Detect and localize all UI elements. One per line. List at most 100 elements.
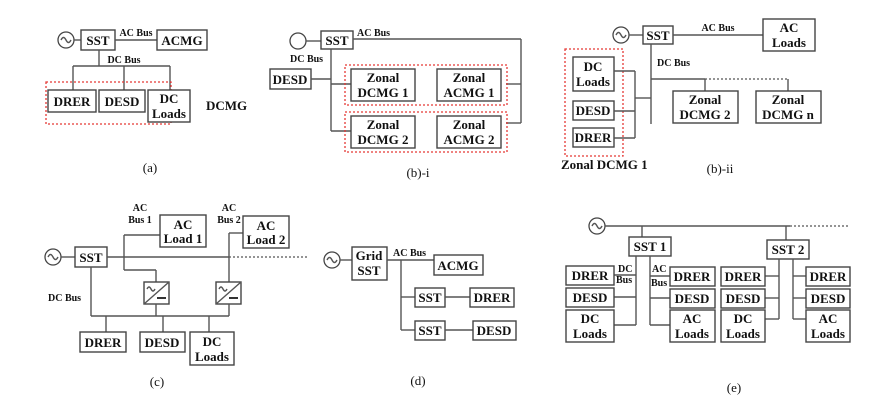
svg-text:DC: DC <box>734 311 753 326</box>
svg-text:Loads: Loads <box>726 326 760 341</box>
desd-box <box>669 288 716 309</box>
desd-box <box>805 288 851 309</box>
caption-c: (c) <box>150 374 164 389</box>
dc-bus-label: Bus <box>616 275 632 286</box>
zonal-acmg-1-box <box>436 68 502 102</box>
dc-loads-box <box>189 331 235 366</box>
svg-text:AC: AC <box>780 20 799 35</box>
zonal-dcmg-1-zone <box>564 48 624 157</box>
svg-text:Zonal: Zonal <box>367 117 400 132</box>
desd-box <box>565 287 615 308</box>
svg-text:Loads: Loads <box>152 106 186 121</box>
dc-loads-box <box>572 56 615 92</box>
svg-text:DRER: DRER <box>474 290 511 305</box>
svg-text:AC: AC <box>652 264 666 275</box>
sine-icon <box>615 31 627 39</box>
svg-text:DCMG 1: DCMG 1 <box>358 85 409 100</box>
dc-bus-label: DC Bus <box>107 55 140 66</box>
diagram-e: SST 1 SST 2 DC Bus DRER DESD DC Loads AC… <box>565 217 851 395</box>
zonal-dcmg-1-box <box>350 68 416 102</box>
svg-text:DESD: DESD <box>726 291 761 306</box>
drer-box <box>720 266 766 287</box>
svg-text:SST: SST <box>79 250 102 265</box>
svg-text:ACMG 1: ACMG 1 <box>444 85 495 100</box>
dc-loads-box <box>720 309 766 343</box>
ac-bus-label: Bus <box>651 278 667 289</box>
drer-box <box>79 331 127 353</box>
svg-text:Zonal: Zonal <box>367 70 400 85</box>
svg-text:SST: SST <box>325 33 348 48</box>
svg-text:DESD: DESD <box>145 335 180 350</box>
sst-box <box>320 30 354 50</box>
desd-box <box>472 320 517 341</box>
acmg-box <box>433 254 484 276</box>
caption-b-i: (b)-i <box>406 165 429 180</box>
caption-e: (e) <box>727 380 741 395</box>
acmg-label: ACMG <box>161 33 202 48</box>
zonal-acmg-2-box <box>436 115 502 149</box>
svg-text:DESD: DESD <box>576 103 611 118</box>
diagram-b-i: SST AC Bus DC Bus DESD Zonal DCMG 1 Zona… <box>269 28 522 180</box>
sine-icon <box>47 253 59 261</box>
diagram-c: SST AC Bus 1 AC Load 1 AC Bus 2 AC Load … <box>44 203 308 389</box>
caption-d: (d) <box>410 373 425 388</box>
svg-text:DRER: DRER <box>572 268 609 283</box>
ac-load-1-box <box>159 214 207 248</box>
svg-text:DESD: DESD <box>573 290 608 305</box>
svg-text:Zonal: Zonal <box>772 92 805 107</box>
svg-text:DESD: DESD <box>477 323 512 338</box>
zonal-dcmg-2-box <box>350 115 416 149</box>
svg-text:Load 2: Load 2 <box>247 232 286 247</box>
drer-box <box>469 287 515 308</box>
svg-text:AC: AC <box>819 311 838 326</box>
sst-2-box <box>766 239 810 260</box>
dc-bus-label: DC Bus <box>48 293 81 304</box>
svg-text:DC: DC <box>203 334 222 349</box>
desd-box <box>98 89 146 113</box>
svg-text:SST 1: SST 1 <box>634 239 667 254</box>
drer-box <box>47 89 97 113</box>
sine-icon <box>60 36 72 44</box>
drer-box <box>565 265 615 286</box>
ac-dc-converter-icon <box>215 281 242 305</box>
ac-bus-label: AC Bus <box>357 28 390 39</box>
ac-loads-box <box>805 309 851 343</box>
zonal-dcmg-1-label: Zonal DCMG 1 <box>561 157 648 172</box>
svg-text:DESD: DESD <box>811 291 846 306</box>
drer-label: DRER <box>54 94 91 109</box>
source-circle-icon <box>289 32 307 50</box>
svg-text:AC: AC <box>257 218 276 233</box>
diagram-d: Grid SST AC Bus ACMG SST DRER SST DESD (… <box>323 246 517 388</box>
svg-text:DESD: DESD <box>273 72 308 87</box>
svg-text:DC: DC <box>584 59 603 74</box>
svg-text:DC: DC <box>160 91 179 106</box>
svg-text:DCMG 2: DCMG 2 <box>680 107 731 122</box>
zone-2 <box>344 111 508 153</box>
ac-bus-label: AC Bus <box>701 23 734 34</box>
svg-text:Loads: Loads <box>195 349 229 364</box>
caption-a: (a) <box>143 160 157 175</box>
svg-text:DCMG 2: DCMG 2 <box>358 132 409 147</box>
dcmg-group-label: DCMG <box>206 98 247 113</box>
svg-text:Loads: Loads <box>576 74 610 89</box>
svg-text:DRER: DRER <box>725 269 762 284</box>
svg-text:SST: SST <box>418 290 441 305</box>
svg-text:SST: SST <box>418 323 441 338</box>
svg-text:DRER: DRER <box>85 335 122 350</box>
desd-label: DESD <box>105 94 140 109</box>
sine-icon <box>326 256 338 264</box>
diagram-a: SST AC Bus ACMG DC Bus DRER DESD DC Load… <box>45 28 247 175</box>
zonal-dcmg-n-box <box>755 90 822 124</box>
ac-load-2-box <box>242 215 290 249</box>
ac-bus-label: AC Bus <box>393 248 426 259</box>
ac-loads-box <box>669 309 716 343</box>
svg-text:Zonal: Zonal <box>689 92 722 107</box>
diagram-b-ii: SST AC Bus AC Loads DC Bus Zonal DCMG 2 … <box>561 18 822 176</box>
svg-text:DC: DC <box>581 311 600 326</box>
ac-bus-label: AC Bus <box>119 28 152 39</box>
svg-text:Loads: Loads <box>573 326 607 341</box>
ac-bus-2-label: Bus 2 <box>217 215 241 226</box>
zone-1 <box>344 64 508 106</box>
svg-text:AC: AC <box>683 311 702 326</box>
